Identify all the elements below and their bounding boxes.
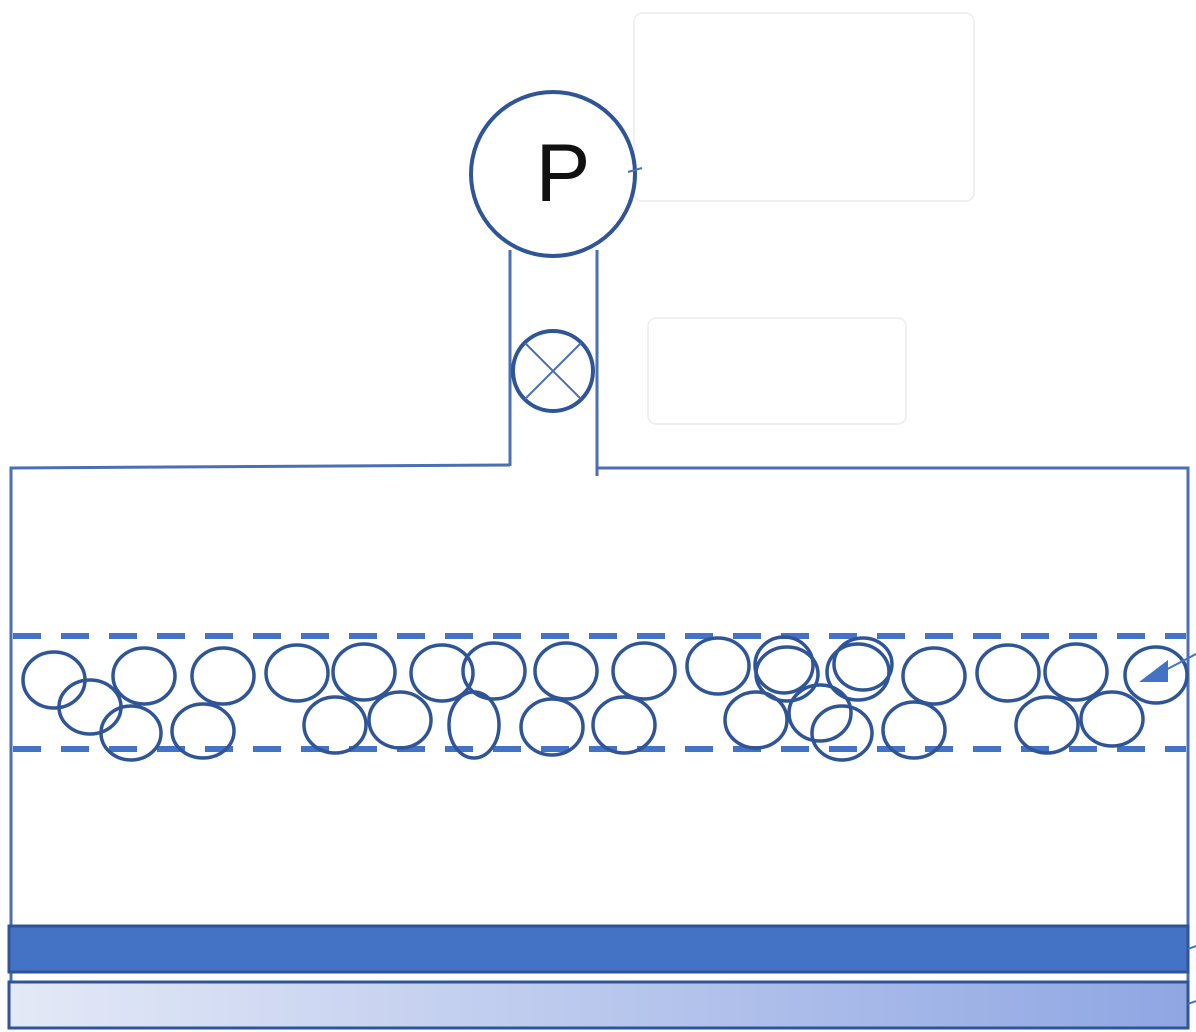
heater-plate — [9, 926, 1188, 972]
particle — [535, 643, 597, 699]
particle — [1016, 697, 1078, 753]
inlet-pipe — [510, 250, 597, 476]
particle — [977, 645, 1039, 701]
gauge-label: P — [536, 128, 591, 219]
particle — [613, 643, 675, 699]
particle — [59, 680, 121, 734]
particle — [113, 648, 175, 704]
particle — [883, 702, 945, 758]
particle — [266, 645, 328, 701]
callout-box-gauge — [634, 13, 974, 201]
particle — [1045, 644, 1107, 700]
substrate-layer — [9, 982, 1188, 1028]
particle — [304, 697, 366, 753]
particle — [192, 648, 254, 704]
callout-box-valve — [648, 318, 906, 424]
particle — [903, 648, 965, 704]
particle — [449, 692, 499, 758]
particle — [333, 644, 395, 700]
particle — [172, 704, 234, 758]
particle — [687, 638, 749, 694]
particle — [369, 692, 431, 748]
particle-layer — [23, 637, 1187, 760]
valve-icon — [513, 331, 593, 411]
particle — [23, 652, 85, 708]
pressure-gauge-icon: P — [471, 92, 635, 256]
particle — [593, 697, 655, 753]
particle — [1081, 692, 1143, 746]
